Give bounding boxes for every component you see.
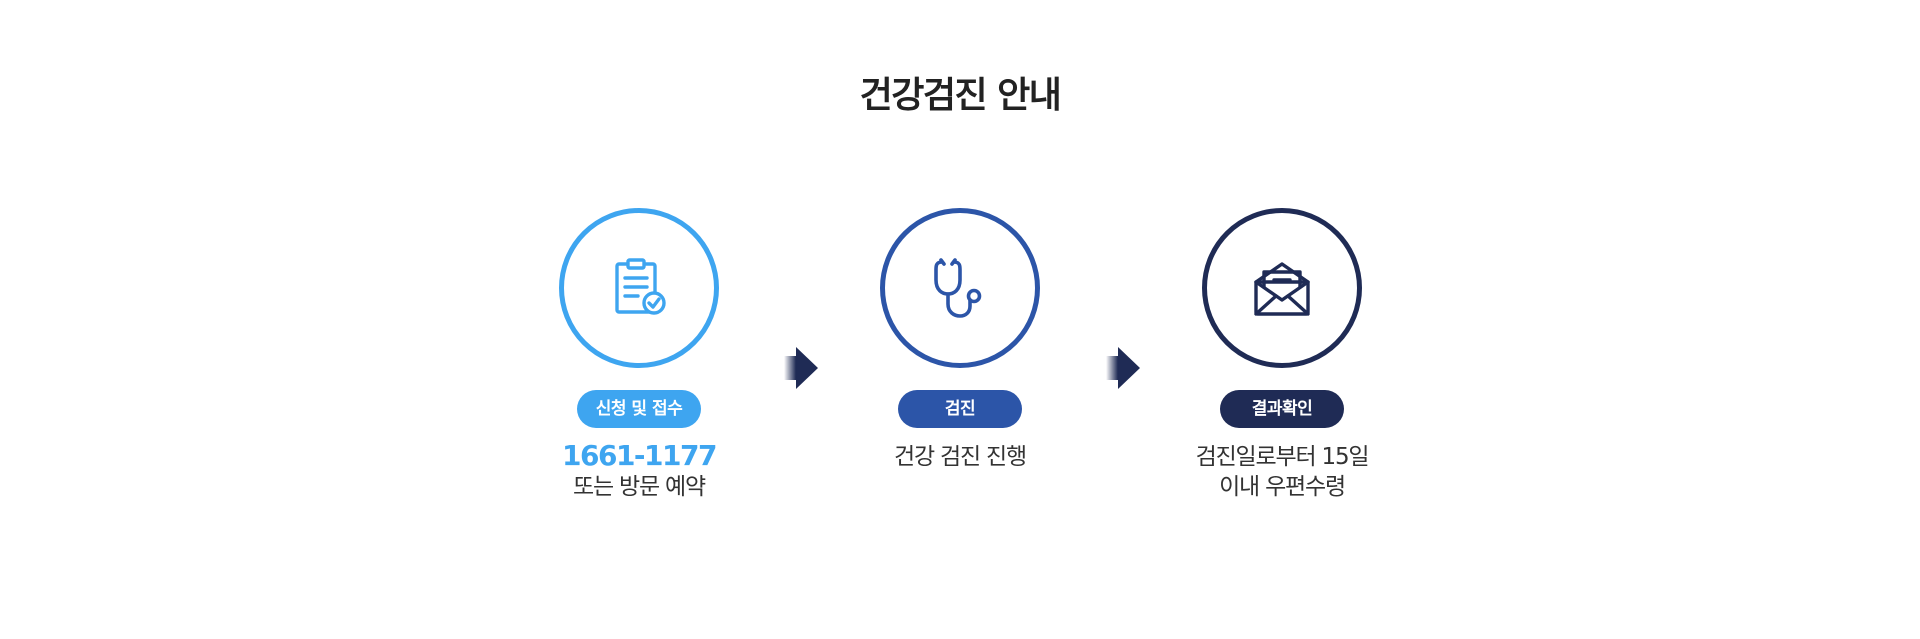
step-checkup: 검진 건강 검진 진행: [790, 208, 1130, 472]
arrow-icon: [784, 347, 818, 389]
step-checkup-desc: 건강 검진 진행: [894, 444, 1027, 470]
step-result-desc-line2: 이내 우편수령: [1219, 474, 1346, 500]
step-apply-circle: [559, 208, 719, 368]
step-result-circle: [1202, 208, 1362, 368]
step-result-badge: 결과확인: [1220, 390, 1344, 428]
step-apply-desc: 또는 방문 예약: [573, 474, 706, 500]
page-title: 건강검진 안내: [859, 75, 1062, 116]
arrow-icon: [1106, 347, 1140, 389]
step-checkup-circle: [880, 208, 1040, 368]
step-apply-badge: 신청 및 접수: [577, 390, 701, 428]
clipboard-check-icon: [615, 258, 666, 315]
step-result: 결과확인 검진일로부터 15일 이내 우편수령: [1112, 208, 1452, 502]
stethoscope-icon: [934, 258, 982, 318]
step-checkup-badge: 검진: [898, 390, 1022, 428]
envelope-letter-icon: [1254, 262, 1310, 316]
step-apply: 신청 및 접수 1661-1177 또는 방문 예약: [469, 208, 809, 502]
step-result-desc-line1: 검진일로부터 15일: [1195, 444, 1370, 470]
phone-number: 1661-1177: [562, 439, 717, 472]
